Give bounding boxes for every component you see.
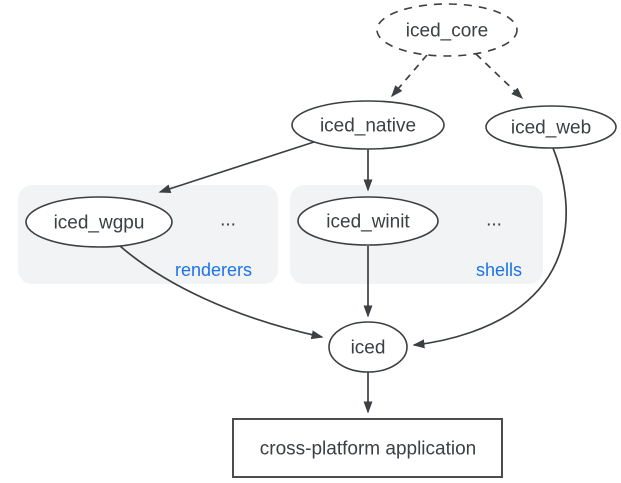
node-iced-winit-label: iced_winit bbox=[326, 212, 410, 233]
node-iced-web bbox=[485, 105, 617, 149]
node-cross-platform-application bbox=[232, 418, 503, 478]
renderers-group-label: renderers bbox=[175, 260, 252, 280]
edge-iced-wgpu-to-iced bbox=[119, 245, 324, 340]
renderers-ellipsis: ... bbox=[220, 210, 236, 231]
node-iced-core bbox=[376, 3, 518, 57]
node-iced bbox=[328, 321, 408, 373]
shells-group-label: shells bbox=[476, 260, 522, 280]
node-iced-core-label: iced_core bbox=[406, 21, 488, 42]
edge-iced-native-to-iced-wgpu bbox=[158, 141, 315, 194]
node-iced-native-label: iced_native bbox=[320, 116, 416, 137]
edge-iced-web-to-iced bbox=[412, 147, 567, 349]
node-iced-native bbox=[291, 100, 445, 150]
node-iced-web-label: iced_web bbox=[511, 118, 591, 139]
node-iced-winit bbox=[297, 196, 439, 246]
shells-ellipsis: ... bbox=[486, 210, 502, 231]
edge-iced-core-to-iced-native bbox=[391, 54, 428, 98]
node-iced-wgpu bbox=[25, 196, 173, 248]
node-iced-wgpu-label: iced_wgpu bbox=[54, 213, 145, 234]
node-cross-platform-application-label: cross-platform application bbox=[260, 439, 476, 460]
edge-iced-core-to-iced-web bbox=[475, 53, 524, 100]
node-iced-label: iced bbox=[351, 338, 386, 359]
